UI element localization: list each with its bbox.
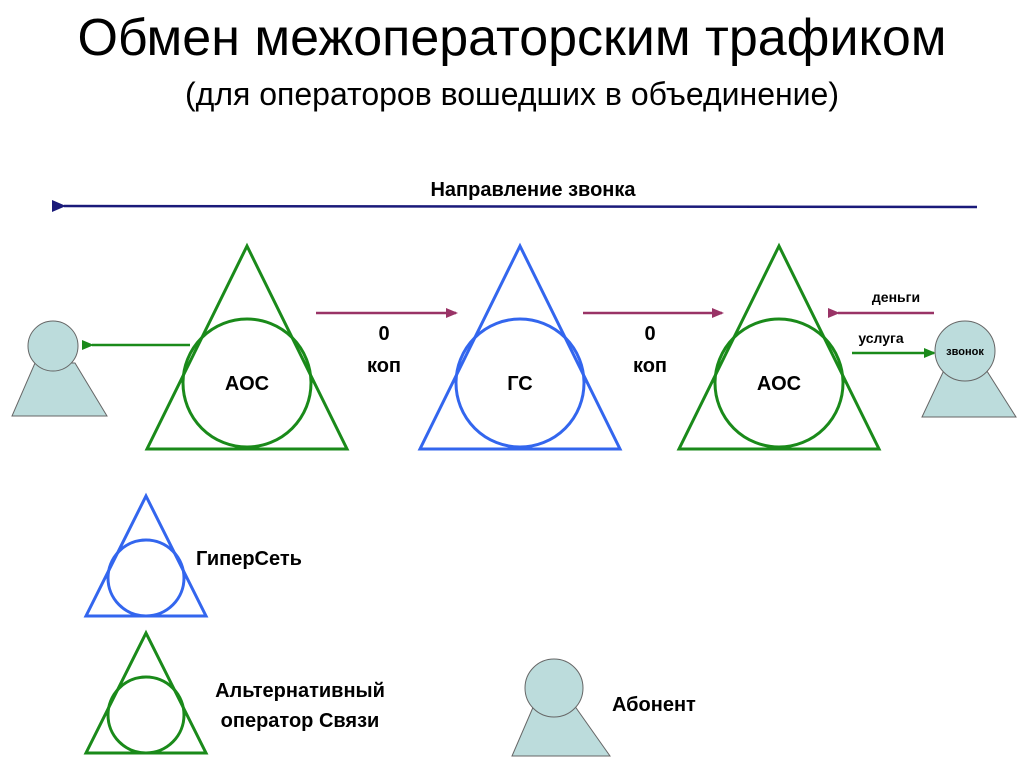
legend-subscriber-icon — [511, 658, 611, 757]
call-direction-label: Направление звонка — [430, 179, 636, 201]
legend-alt-operator-icon — [83, 629, 209, 755]
legend-alt-operator-line2: оператор Связи — [221, 710, 380, 732]
right-payment-amount: 0 — [644, 323, 655, 345]
page-title: Обмен межоператорским трафиком — [77, 9, 947, 67]
left-subscriber-icon — [11, 320, 108, 417]
left-payment-unit: коп — [367, 355, 401, 377]
caller-subscriber-icon: звонок — [921, 320, 1017, 418]
legend-hypernet-icon — [83, 492, 209, 618]
legend-alt-operator-line1: Альтернативный — [215, 680, 385, 702]
hub-label: ГС — [507, 373, 533, 395]
left-operator-node: АОС — [144, 242, 350, 451]
right-operator-node: АОС — [676, 242, 882, 451]
legend-subscriber-label: Абонент — [612, 694, 696, 716]
page-subtitle: (для операторов вошедших в объединение) — [185, 76, 839, 112]
legend-hypernet-label: ГиперСеть — [196, 548, 302, 570]
service-label: услуга — [858, 330, 904, 346]
left-operator-label: АОС — [225, 373, 269, 395]
right-payment-unit: коп — [633, 355, 667, 377]
money-label: деньги — [872, 289, 920, 305]
right-operator-label: АОС — [757, 373, 801, 395]
hub-node: ГС — [417, 242, 623, 451]
caller-label: звонок — [946, 346, 984, 358]
call-direction-arrow — [51, 199, 978, 212]
left-payment-amount: 0 — [378, 323, 389, 345]
